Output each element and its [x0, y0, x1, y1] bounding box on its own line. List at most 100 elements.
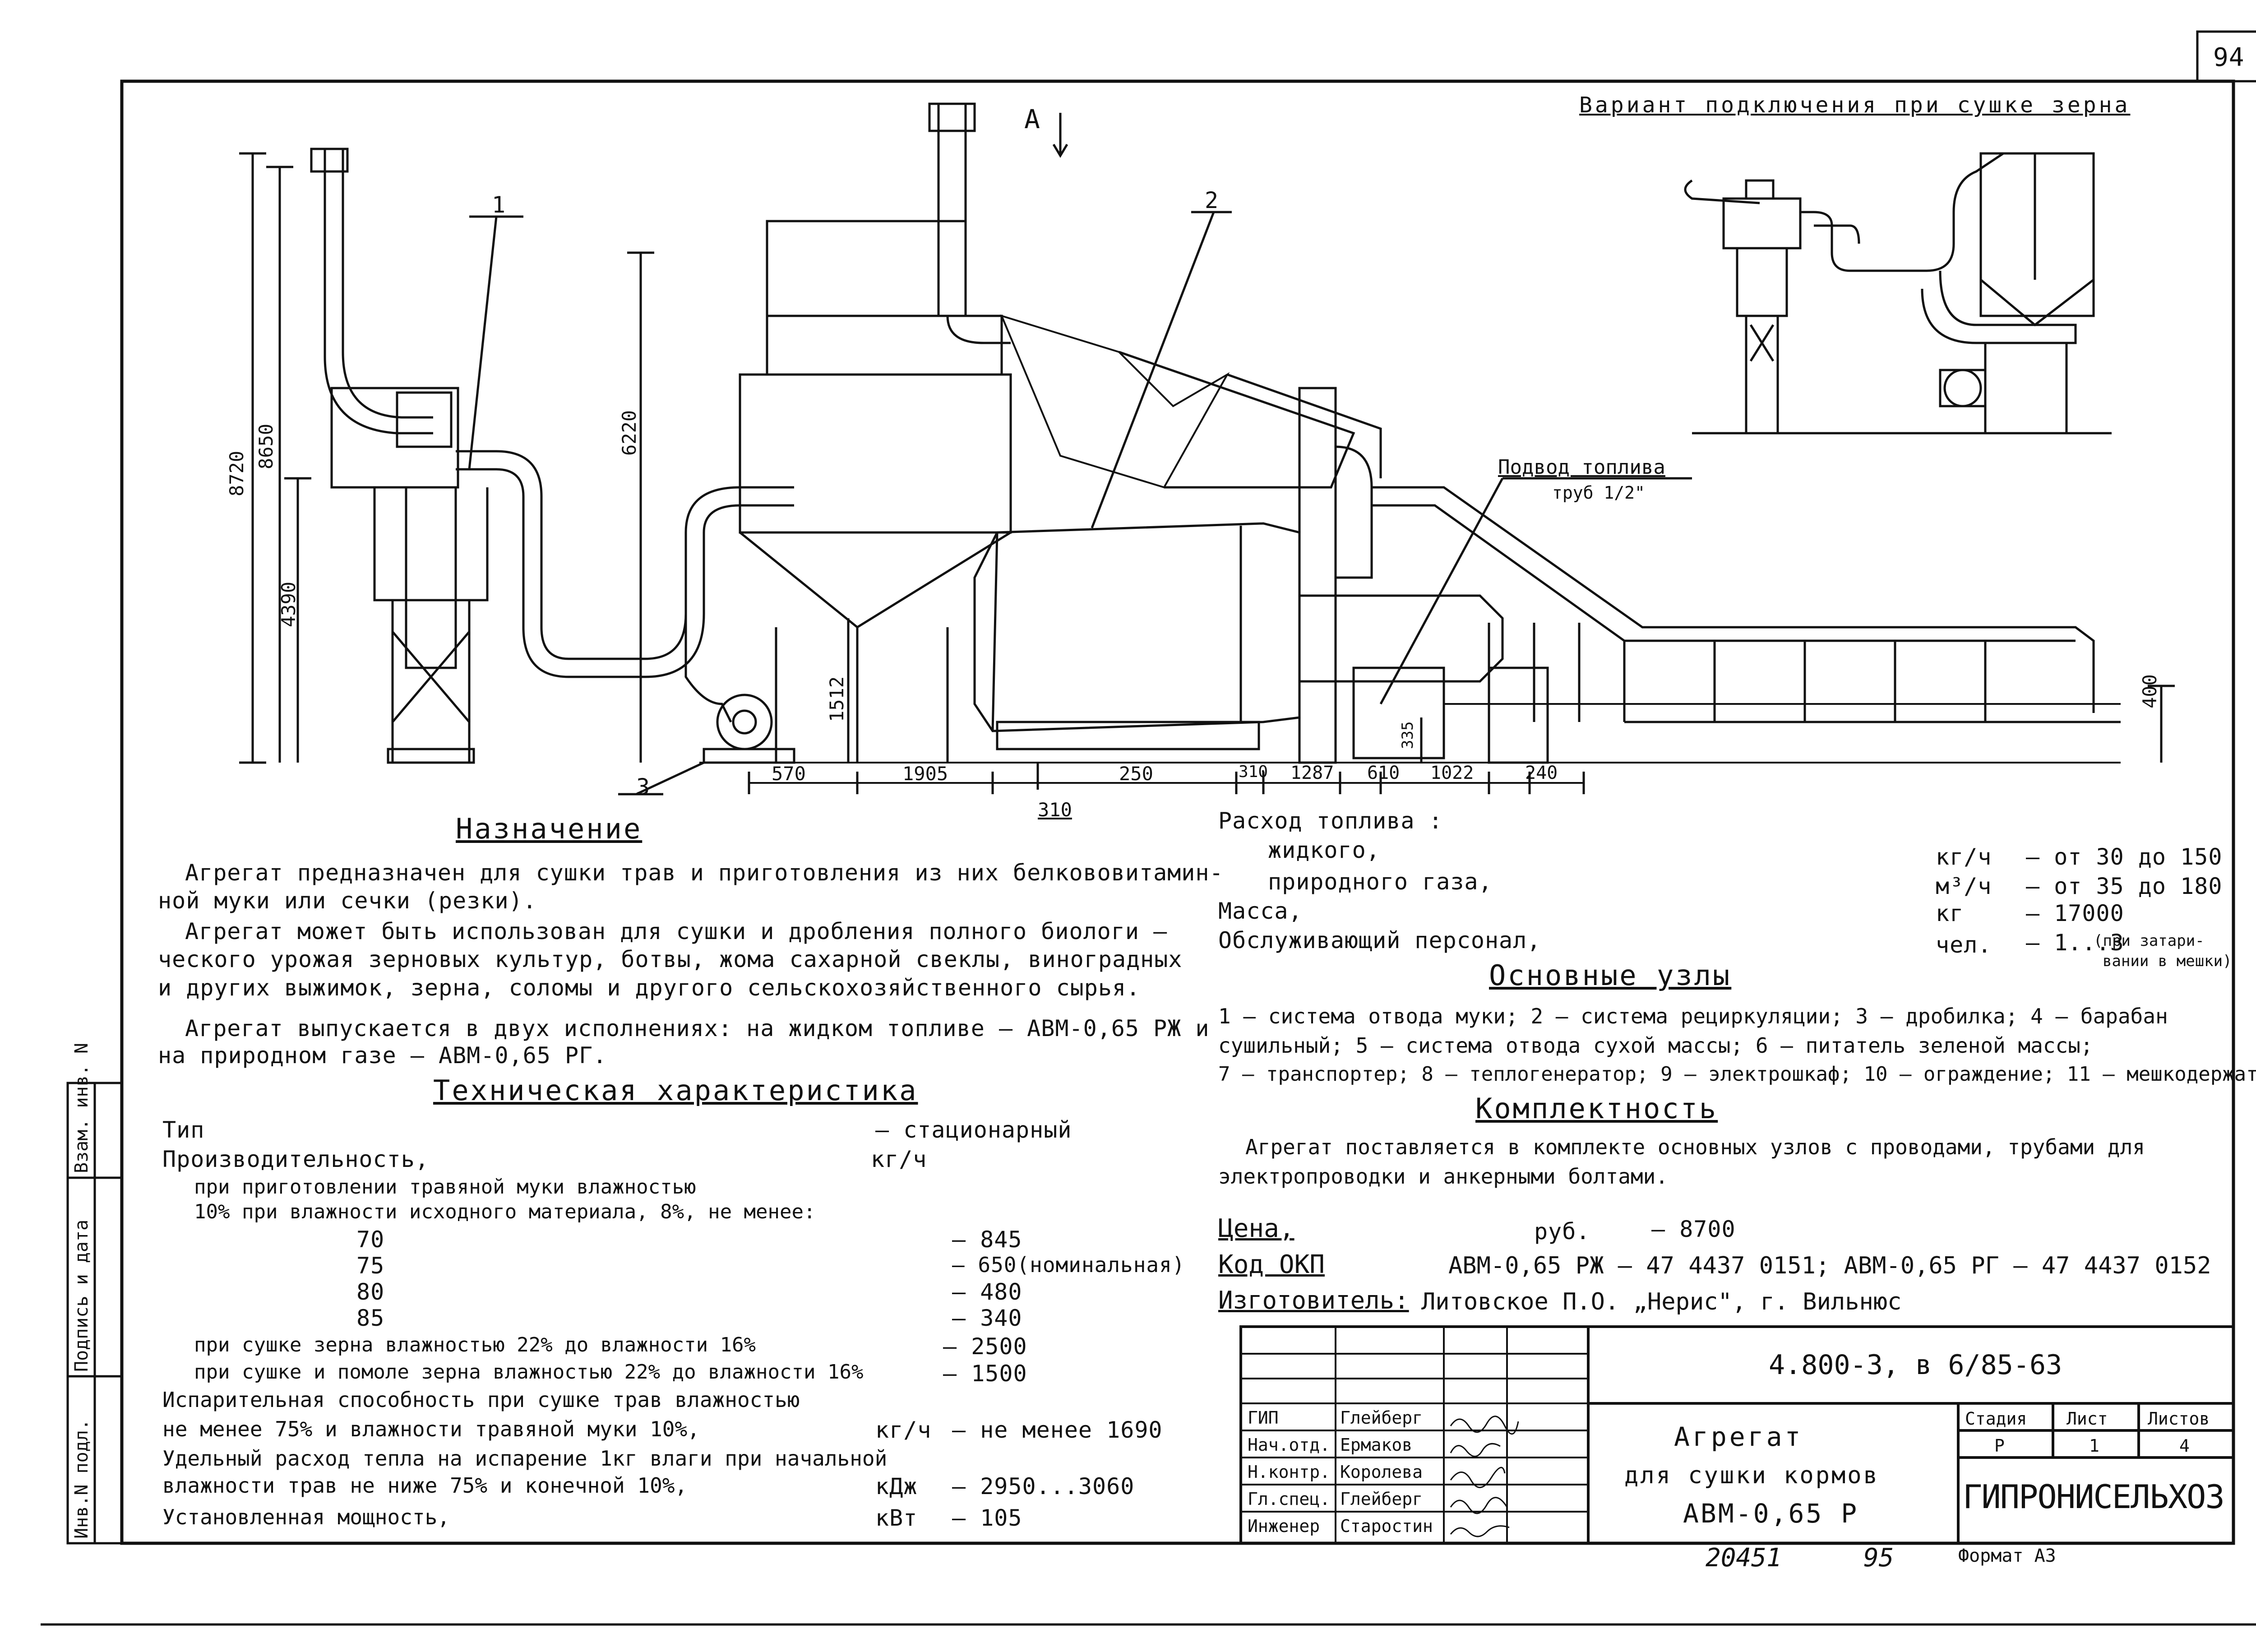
fuel-gas-label: природного газа, [1268, 869, 1493, 895]
sheet-value: 1 [2089, 1436, 2099, 1456]
tech-evap-label-2: не менее 75% и влажности травяной муки 1… [162, 1417, 700, 1441]
staff-unit: чел. [1936, 932, 1992, 958]
price-value: – 8700 [1651, 1216, 1736, 1242]
tech-grain-dry-label: при сушке зерна влажностью 22% до влажно… [194, 1333, 756, 1356]
fuel-liquid-value: – от 30 до 150 [2026, 844, 2223, 870]
fuel-title: Расход топлива : [1218, 808, 1443, 834]
tech-power-label: Установленная мощность, [162, 1505, 450, 1529]
tech-grain-mill-value: – 1500 [943, 1360, 1027, 1387]
fuel-supply-pipe: труб 1/2" [1552, 483, 1645, 503]
nodes-line-3: 7 – транспортер; 8 – теплогенератор; 9 –… [1218, 1063, 2256, 1086]
tech-row-75-val: – 650(номинальная) [952, 1253, 1185, 1277]
tech-evap-label-1: Испарительная способность при сушке трав… [162, 1388, 800, 1412]
maker-label: Изготовитель: [1218, 1286, 1409, 1314]
tech-row-80-val: – 480 [952, 1279, 1022, 1305]
tech-power-unit: кВт [875, 1505, 918, 1531]
page-number: 95 [1863, 1543, 1894, 1573]
tech-power-value: – 105 [952, 1505, 1022, 1531]
title-name-2: для сушки кормов [1624, 1462, 1879, 1489]
purpose-line-6: Агрегат выпускается в двух исполнениях: … [185, 1015, 1210, 1041]
staff-note-2: вании в мешки) [2103, 952, 2232, 970]
staff-note-1: (при затари- [2094, 932, 2205, 950]
name-3: Королева [1340, 1462, 1423, 1482]
dim-310-b: 310 [1038, 799, 1072, 821]
sheets-value: 4 [2179, 1436, 2190, 1456]
kit-heading: Комплектность [1475, 1092, 1718, 1125]
kit-line-2: электропроводки и анкерными болтами. [1218, 1164, 1668, 1189]
price-unit: руб. [1534, 1218, 1590, 1245]
role-2: Нач.отд. [1248, 1435, 1331, 1455]
fuel-supply-title: Подвод топлива [1498, 456, 1665, 479]
mass-value: – 17000 [2026, 900, 2124, 926]
tech-row-85-val: – 340 [952, 1305, 1022, 1331]
tech-heat-value: – 2950...3060 [952, 1473, 1135, 1499]
fuel-gas-value: – от 35 до 180 [2026, 873, 2223, 899]
dim-1287: 1287 [1290, 763, 1334, 783]
name-5: Старостин [1340, 1516, 1433, 1536]
format-label: Формат А3 [1958, 1546, 2056, 1566]
dim-610: 610 [1367, 763, 1400, 783]
inv-number: 20451 [1706, 1543, 1782, 1573]
tech-row-75-key: 75 [356, 1253, 385, 1279]
tech-row-80-key: 80 [356, 1279, 385, 1305]
dim-310: 310 [1239, 763, 1268, 781]
view-label: А [1024, 104, 1040, 134]
doc-code: 4.800-3, в 6/85-63 [1769, 1349, 2062, 1381]
title-name-1: Агрегат [1674, 1421, 1803, 1452]
tech-evap-value: – не менее 1690 [952, 1417, 1163, 1443]
variant-title: Вариант подключения при сушке зерна [1579, 93, 2131, 118]
purpose-heading: Назначение [456, 812, 643, 845]
callout-1: 1 [492, 192, 506, 218]
purpose-line-4: ческого урожая зерновых культур, ботвы, … [158, 946, 1183, 972]
tech-heading: Техническая характеристика [433, 1074, 918, 1107]
dim-570: 570 [772, 763, 806, 785]
staff-value: – 1...3 [2026, 930, 2124, 956]
name-4: Глейберг [1340, 1489, 1423, 1509]
tech-evap-unit: кг/ч [875, 1417, 932, 1443]
okp-label: Код ОКП [1218, 1250, 1325, 1279]
tech-grain-dry-value: – 2500 [943, 1333, 1027, 1360]
sheet-number: 94 [2213, 43, 2245, 72]
dim-240: 240 [1525, 763, 1558, 783]
nodes-line-1: 1 – система отвода муки; 2 – система рец… [1218, 1004, 2168, 1028]
sheets-header: Листов [2148, 1409, 2210, 1429]
dim-1905: 1905 [902, 763, 948, 785]
stage-value: Р [1994, 1436, 2005, 1456]
name-1: Глейберг [1340, 1408, 1423, 1428]
stage-header: Стадия [1965, 1409, 2027, 1429]
tech-heat-label-2: влажности трав не ниже 75% и конечной 10… [162, 1473, 688, 1498]
tech-productivity-label: Производительность, [162, 1146, 429, 1172]
tech-heat-label-1: Удельный расход тепла на испарение 1кг в… [162, 1446, 888, 1471]
maker-value: Литовское П.О. „Нерис", г. Вильнюс [1421, 1288, 1902, 1315]
dim-1022: 1022 [1430, 763, 1474, 783]
title-name-3: АВМ-0,65 Р [1683, 1498, 1859, 1529]
purpose-line-5: и других выжимок, зерна, соломы и другог… [158, 975, 1141, 1001]
purpose-line-7: на природном газе – АВМ-0,65 РГ. [158, 1042, 607, 1069]
mass-label: Масса, [1218, 898, 1303, 924]
tech-type-label: Тип [162, 1117, 205, 1143]
kit-line-1: Агрегат поставляется в комплекте основны… [1245, 1135, 2145, 1159]
nodes-heading: Основные узлы [1489, 959, 1732, 992]
staff-label: Обслуживающий персонал, [1218, 927, 1541, 953]
purpose-line-1: Агрегат предназначен для сушки трав и пр… [185, 860, 1224, 886]
callout-2: 2 [1205, 187, 1219, 213]
mass-unit: кг [1936, 900, 1964, 926]
tech-row-70-key: 70 [356, 1226, 385, 1253]
name-2: Ермаков [1340, 1435, 1413, 1455]
tech-row-85-key: 85 [356, 1305, 385, 1331]
tech-grain-mill-label: при сушке и помоле зерна влажностью 22% … [194, 1360, 864, 1384]
purpose-line-3: Агрегат может быть использован для сушки… [185, 918, 1168, 944]
tech-row-70-val: – 845 [952, 1226, 1022, 1253]
sheet-header: Лист [2066, 1409, 2108, 1429]
fuel-gas-unit: м³/ч [1936, 873, 1992, 899]
nodes-line-2: сушильный; 5 – система отвода сухой масс… [1218, 1033, 2093, 1058]
tech-type-value: – стационарный [875, 1117, 1072, 1143]
tech-sub-1: при приготовлении травяной муки влажност… [194, 1175, 696, 1199]
role-1: ГИП [1248, 1408, 1279, 1428]
purpose-line-2: ной муки или сечки (резки). [158, 888, 537, 914]
tech-productivity-unit: кг/ч [871, 1146, 927, 1172]
role-4: Гл.спец. [1248, 1489, 1331, 1509]
dim-250: 250 [1119, 763, 1153, 785]
